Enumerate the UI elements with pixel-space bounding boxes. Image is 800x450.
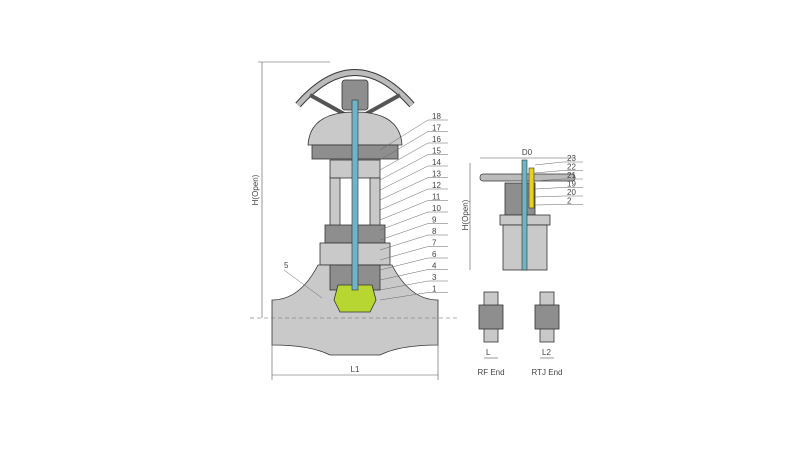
disc — [333, 284, 377, 313]
side-height-label: H(Open) — [461, 199, 470, 230]
rf-end-caption: RF End — [477, 368, 504, 377]
leader-line — [534, 204, 564, 206]
rtj-end-caption: RTJ End — [532, 368, 563, 377]
part-label-19: 19 — [567, 180, 576, 189]
part-label-15: 15 — [432, 147, 441, 156]
part-label-20: 20 — [567, 188, 576, 197]
part-label-1: 1 — [432, 285, 437, 294]
leader-line — [534, 195, 564, 198]
part-label-4: 4 — [432, 262, 437, 271]
part-label-17: 17 — [432, 124, 441, 133]
leader-line — [379, 211, 429, 231]
side-diameter-label: D0 — [522, 148, 533, 157]
part-label-22: 22 — [567, 163, 576, 172]
part-label-7: 7 — [432, 239, 437, 248]
leader-line — [379, 119, 429, 151]
leader-line — [379, 280, 429, 291]
leader-line — [379, 292, 429, 301]
main-valve-drawing — [250, 61, 460, 380]
leader-line — [534, 161, 564, 166]
part-label-5: 5 — [284, 261, 289, 270]
leader-line — [534, 187, 564, 190]
leader-line — [379, 131, 429, 161]
leader-line — [379, 200, 429, 221]
part-label-18: 18 — [432, 112, 441, 121]
part-label-16: 16 — [432, 135, 441, 144]
leader-line — [379, 165, 429, 191]
part-label-2: 2 — [567, 197, 572, 206]
main-length-label: L1 — [351, 365, 360, 374]
leader-line — [379, 257, 429, 271]
part-label-12: 12 — [432, 181, 441, 190]
part-label-11: 11 — [432, 193, 441, 202]
part-label-14: 14 — [432, 158, 441, 167]
part-label-10: 10 — [432, 204, 441, 213]
main-height-label: H(Open) — [251, 174, 260, 205]
rf-dim-label: L — [486, 348, 491, 357]
leader-line — [379, 154, 429, 181]
part-label-13: 13 — [432, 170, 441, 179]
rtj-dim-label: L2 — [542, 348, 551, 357]
part-label-8: 8 — [432, 227, 437, 236]
leader-line — [379, 177, 429, 201]
leader-line — [534, 170, 564, 174]
stem — [351, 99, 359, 291]
part-label-23: 23 — [567, 154, 576, 163]
leader-line — [379, 188, 429, 211]
leader-line — [379, 234, 429, 251]
leader-line — [379, 223, 429, 241]
part-label-9: 9 — [432, 216, 437, 225]
side-valve-drawing — [469, 157, 576, 359]
leader-line — [534, 178, 564, 182]
leader-line — [379, 142, 429, 171]
leader-line — [379, 246, 429, 261]
part-label-6: 6 — [432, 250, 437, 259]
part-label-21: 21 — [567, 171, 576, 180]
leader-line — [379, 269, 429, 281]
part-label-3: 3 — [432, 273, 437, 282]
